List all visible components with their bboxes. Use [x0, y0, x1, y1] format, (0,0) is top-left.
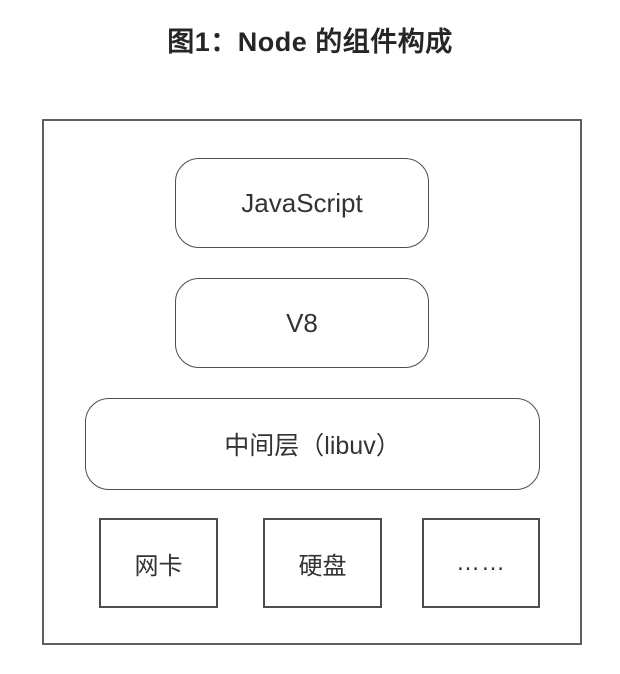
layer-libuv-label: 中间层（libuv）	[224, 432, 401, 460]
device-others-box: ……	[422, 518, 540, 608]
layer-v8-label: V8	[286, 307, 318, 338]
node-runtime-container: JavaScript V8 中间层（libuv） 网卡 硬盘 ……	[42, 119, 582, 645]
device-others-label: ……	[456, 549, 506, 576]
layer-libuv-box: 中间层（libuv）	[85, 398, 540, 490]
device-network-card-box: 网卡	[99, 518, 218, 608]
layer-v8-box: V8	[175, 278, 429, 368]
device-network-card-label: 网卡	[134, 552, 183, 580]
device-hard-disk-label: 硬盘	[298, 552, 347, 580]
layer-javascript-box: JavaScript	[175, 158, 429, 248]
layer-javascript-label: JavaScript	[241, 187, 363, 218]
device-hard-disk-box: 硬盘	[263, 518, 382, 608]
figure-title: 图1：Node 的组件构成	[167, 27, 453, 57]
